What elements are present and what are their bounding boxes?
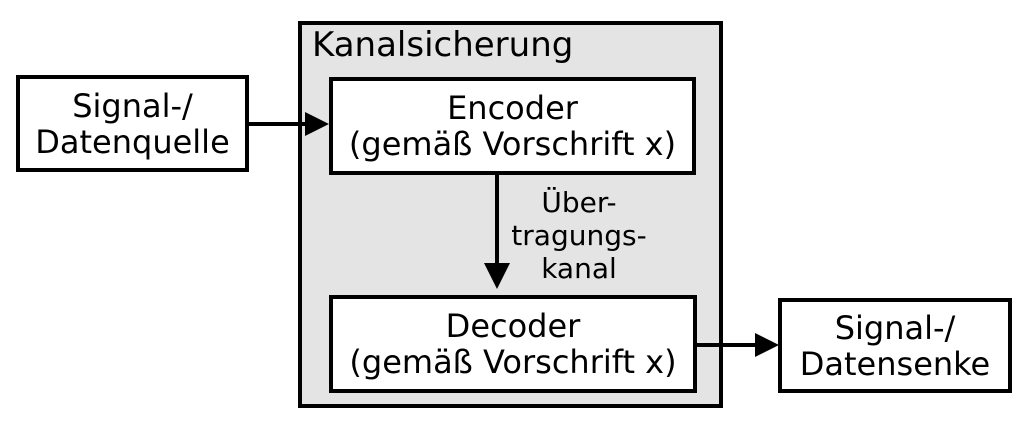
source-label-line1: Signal-/ [72, 86, 193, 125]
arrow-encoder-to-decoder-line [495, 175, 499, 265]
arrowhead-down-icon [484, 263, 510, 289]
arrowhead-right-icon [305, 112, 329, 136]
arrow-decoder-to-sink-line [697, 343, 757, 347]
decoder-label-line1: Decoder [445, 307, 581, 345]
channel-label: Über- tragungs- kanal [499, 186, 659, 285]
decoder-label-line2: (gemäß Vorschrift x) [349, 343, 677, 381]
arrow-source-to-encoder-line [245, 122, 307, 126]
sink-label-line1: Signal-/ [834, 308, 956, 347]
encoder-box: Encoder (gemäß Vorschrift x) [329, 77, 696, 175]
kanalsicherung-title: Kanalsicherung [312, 25, 574, 65]
source-label-line2: Datenquelle [35, 122, 230, 161]
arrowhead-right-icon [755, 333, 779, 357]
channel-label-line3: kanal [541, 252, 617, 285]
decoder-box: Decoder (gemäß Vorschrift x) [329, 295, 697, 393]
channel-label-line2: tragungs- [511, 219, 647, 252]
source-box: Signal-/ Datenquelle [16, 75, 249, 172]
channel-label-line1: Über- [541, 186, 617, 219]
sink-label-line2: Datensenke [799, 344, 991, 383]
encoder-label-line1: Encoder [447, 89, 578, 127]
encoder-label-line2: (gemäß Vorschrift x) [348, 125, 677, 163]
sink-box: Signal-/ Datensenke [778, 298, 1012, 393]
